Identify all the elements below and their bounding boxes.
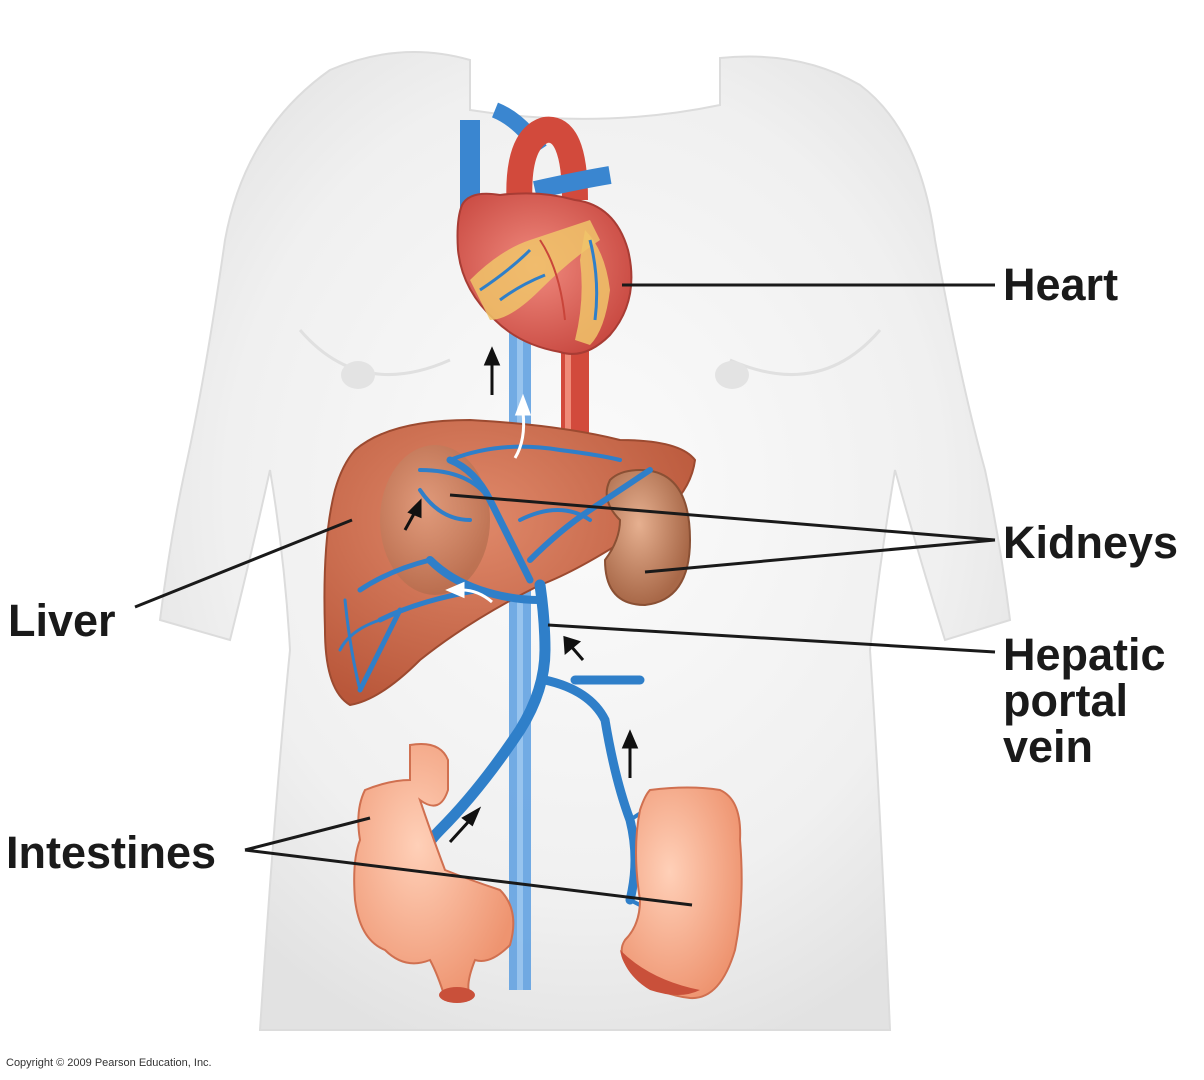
- label-intestines: Intestines: [6, 827, 217, 878]
- heart-fat: [470, 220, 600, 320]
- white-flow-arrows: [445, 393, 532, 604]
- aortic-arch: [506, 116, 588, 211]
- label-liver: Liver: [8, 595, 116, 646]
- coronary-vessel: [539, 239, 566, 321]
- flow-arrow-up-icon: [513, 393, 532, 459]
- intestine-opening: [620, 950, 700, 995]
- leader-line-kidney-left: [449, 493, 996, 542]
- intestine-left: [353, 743, 515, 1000]
- pulmonary-vein: [533, 166, 612, 199]
- leader-line-hepatic-portal-vein: [547, 623, 996, 654]
- kidney-left: [380, 445, 490, 595]
- nipple-right: [715, 361, 749, 389]
- intestine-opening: [439, 987, 475, 1003]
- leader-line-intestine-left: [244, 816, 371, 852]
- flow-arrow-up-icon: [483, 346, 501, 395]
- coronary-vessel: [479, 239, 599, 321]
- chest-contour: [729, 329, 882, 377]
- flow-arrow-icon: [448, 806, 482, 844]
- label-heart: Heart: [1003, 259, 1119, 310]
- leader-line-intestine-right: [244, 848, 693, 907]
- label-hepatic-portal-vein: Hepatic portal vein: [1003, 629, 1166, 772]
- flow-arrow-up-icon: [621, 729, 639, 778]
- nipple-left: [341, 361, 375, 389]
- label-kidneys: Kidneys: [1003, 517, 1179, 568]
- leader-lines: [134, 283, 996, 907]
- copyright-notice: Copyright © 2009 Pearson Education, Inc.: [6, 1057, 212, 1069]
- leader-line-kidney-right: [644, 538, 996, 574]
- flow-arrow-icon: [403, 498, 422, 531]
- flow-arrows: [403, 346, 639, 844]
- flow-arrow-icon: [563, 635, 585, 661]
- heart-fat: [575, 230, 610, 345]
- leader-line-liver: [134, 518, 353, 609]
- flow-arrow-left-icon: [445, 581, 493, 604]
